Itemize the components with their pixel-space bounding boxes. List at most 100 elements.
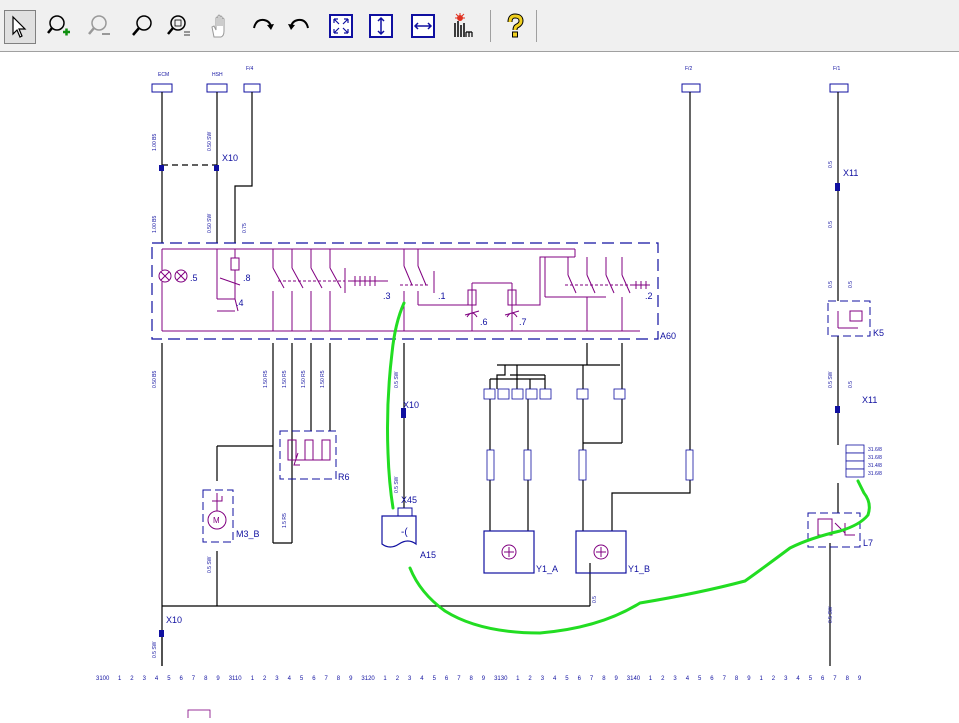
y1b-solenoid (575, 530, 627, 574)
ruler-minor-label: 8 (735, 676, 739, 682)
svg-text:0.50 B5: 0.50 B5 (152, 371, 158, 388)
svg-text:0.5 SW: 0.5 SW (207, 556, 213, 573)
pan-button[interactable] (204, 10, 234, 42)
help-button[interactable] (500, 10, 530, 42)
k5-relay (827, 300, 871, 337)
svg-text:0.5: 0.5 (848, 381, 854, 388)
fit-page-button[interactable] (326, 10, 356, 42)
label-dot7: .7 (519, 317, 527, 327)
ruler-major-label: 3110 (229, 676, 243, 682)
svg-text:1.50 R5: 1.50 R5 (282, 370, 288, 388)
label-a60: A60 (660, 331, 676, 341)
l7-component (807, 512, 861, 548)
wire-codes: 1.00 B5 0.50 SW 1.00 B5 0.50 SW 0.75 0.5… (152, 132, 854, 658)
connector-block: 31.6/8 31.6/8 31.4/8 31.6/8 (845, 444, 882, 478)
svg-text:0.5: 0.5 (848, 281, 854, 288)
label-dot8: .8 (243, 273, 251, 283)
ruler-minor-label: 9 (858, 676, 862, 682)
svg-text:0.5: 0.5 (828, 221, 834, 228)
zoom-icon (132, 15, 152, 36)
ruler-minor-label: 8 (204, 676, 208, 682)
svg-text:1.50 R5: 1.50 R5 (320, 370, 326, 388)
ruler-major-label: 3140 (627, 676, 641, 682)
ruler-minor-label: 1 (649, 676, 653, 682)
svg-text:F/2: F/2 (685, 66, 692, 72)
ruler-minor-label: 8 (846, 676, 850, 682)
ruler-minor-label: 2 (263, 676, 267, 682)
ruler-minor-label: 4 (553, 676, 557, 682)
ruler-minor-label: 2 (528, 676, 532, 682)
label-x10-mid: X10 (403, 400, 419, 410)
svg-text:31.6/8: 31.6/8 (868, 471, 882, 477)
rotate-left-icon (288, 18, 309, 30)
ruler-minor-label: 1 (383, 676, 387, 682)
zoom-in-button[interactable] (44, 10, 74, 42)
svg-text:1.5 R5: 1.5 R5 (282, 513, 288, 528)
ruler-minor-label: 9 (747, 676, 751, 682)
svg-text:0.50 SW: 0.50 SW (207, 132, 213, 151)
ruler-minor-label: 5 (300, 676, 304, 682)
svg-text:1.50 R5: 1.50 R5 (263, 370, 269, 388)
a15-sensor: -( (381, 507, 417, 548)
rotate-left-button[interactable] (284, 10, 314, 42)
label-x11-mid: X11 (862, 395, 877, 405)
rotate-right-icon (253, 18, 274, 30)
toolbar-separator (490, 10, 491, 42)
highlight-icon (454, 13, 473, 37)
ruler-minor-label: 7 (590, 676, 594, 682)
svg-text:F/1: F/1 (833, 66, 840, 72)
ruler-minor-label: 8 (602, 676, 606, 682)
ruler-minor-label: 9 (216, 676, 220, 682)
svg-text:HSH: HSH (212, 72, 223, 78)
label-x10-bottom: X10 (166, 615, 182, 625)
ruler-minor-label: 3 (541, 676, 545, 682)
ruler-minor-label: 6 (312, 676, 316, 682)
ruler-minor-label: 1 (251, 676, 255, 682)
ruler-minor-label: 7 (325, 676, 329, 682)
fit-page-icon (329, 14, 353, 38)
label-y1b: Y1_B (628, 564, 650, 574)
ruler-minor-label: 4 (288, 676, 292, 682)
ruler-minor-label: 5 (809, 676, 813, 682)
ruler-minor-label: 7 (833, 676, 837, 682)
label-dot4: .4 (236, 298, 244, 308)
svg-text:ECM: ECM (158, 72, 169, 78)
ruler-major-label: 3120 (361, 676, 375, 682)
zoom-area-button[interactable] (164, 10, 194, 42)
svg-text:0.5 SW: 0.5 SW (394, 476, 400, 493)
label-dot1: .1 (438, 291, 446, 301)
svg-text:0.5 SW: 0.5 SW (152, 641, 158, 658)
label-dot3: .3 (383, 291, 391, 301)
fit-height-button[interactable] (366, 10, 396, 42)
wiring-diagram: ECM HSH F/4 F/2 F/1 (96, 66, 884, 721)
fit-width-button[interactable] (408, 10, 438, 42)
ruler-minor-label: 7 (723, 676, 727, 682)
svg-text:1.00 B5: 1.00 B5 (152, 216, 158, 233)
ruler-minor-label: 9 (615, 676, 619, 682)
label-x11-top: X11 (843, 168, 858, 178)
ruler-minor-label: 4 (420, 676, 424, 682)
wire-label-boxes (483, 388, 694, 481)
ruler-minor-label: 3 (673, 676, 677, 682)
select-tool-button[interactable] (4, 10, 36, 44)
ruler-minor-label: 3 (143, 676, 147, 682)
rotate-right-button[interactable] (248, 10, 278, 42)
ruler-minor-label: 3 (275, 676, 279, 682)
zoom-button[interactable] (128, 10, 158, 42)
zoom-out-button[interactable] (84, 10, 114, 42)
ruler-minor-label: 4 (796, 676, 800, 682)
svg-text:0.5 SW: 0.5 SW (828, 371, 834, 388)
highlight-button[interactable] (448, 10, 478, 42)
ruler-minor-label: 8 (337, 676, 341, 682)
svg-text:-(: -( (401, 527, 408, 538)
svg-text:F/4: F/4 (246, 66, 253, 72)
ruler-minor-label: 9 (349, 676, 353, 682)
svg-text:0.5: 0.5 (592, 596, 598, 603)
ruler-major-label: 3130 (494, 676, 508, 682)
diagram-canvas[interactable]: ECM HSH F/4 F/2 F/1 (0, 53, 959, 721)
help-icon (507, 13, 524, 38)
m3b-motor: M (202, 489, 234, 543)
svg-text:31.6/8: 31.6/8 (868, 447, 882, 453)
toolbar-separator (536, 10, 537, 42)
fit-width-icon (411, 14, 435, 38)
